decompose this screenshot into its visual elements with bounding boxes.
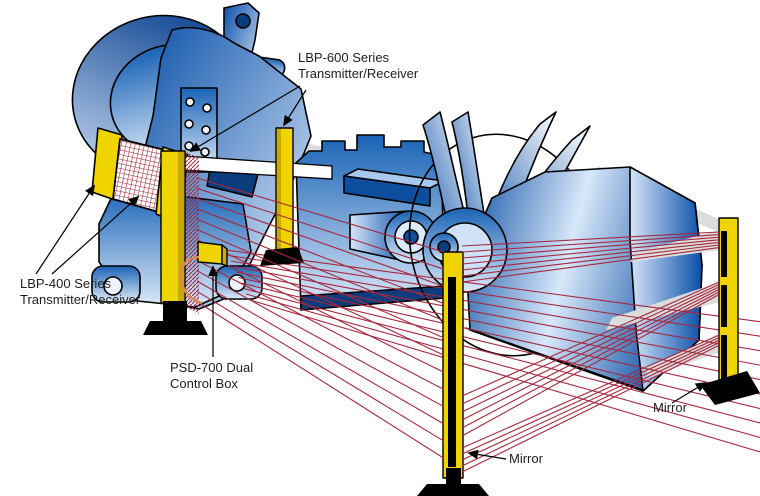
light-beam — [196, 301, 445, 459]
light-beam — [196, 187, 445, 270]
label-lbp400-line2: Transmitter/Receiver — [20, 291, 141, 307]
mirror-foot — [417, 484, 489, 496]
rail-bolt — [184, 119, 194, 129]
leader-arrow-mirror-right — [671, 382, 707, 404]
light-beam — [461, 241, 720, 271]
center-machine — [295, 134, 446, 311]
label-lbp600-line2: Transmitter/Receiver — [298, 65, 419, 81]
mirror-surface — [721, 335, 727, 379]
rail-bolt — [185, 97, 195, 107]
light-beam — [461, 247, 720, 283]
beam-origin-hatch — [183, 150, 199, 314]
beam-bundle-mirror-to-right-lower — [461, 334, 720, 473]
light-beam — [196, 218, 445, 322]
light-beam — [461, 339, 720, 461]
light-beam — [245, 293, 760, 439]
light-beam — [248, 298, 760, 453]
light-beam — [196, 239, 445, 356]
leader-arrow-lbp400-left — [35, 184, 95, 275]
control-box-side — [221, 243, 228, 268]
rail-bolt — [184, 141, 194, 151]
light-beam — [461, 337, 720, 455]
light-beam — [238, 276, 760, 395]
light-beam — [461, 244, 720, 277]
leader-arrow-lbp600-right — [283, 89, 307, 127]
light-beam — [461, 234, 720, 253]
light-beam — [235, 271, 760, 381]
mirror-surface — [721, 231, 727, 277]
light-beam — [196, 280, 445, 425]
label-psd700: PSD-700 Dual Control Box — [170, 360, 253, 391]
rail-bolt — [202, 103, 212, 113]
light-beam — [461, 334, 720, 449]
light-beam — [196, 270, 445, 408]
lbp600-post-right — [260, 127, 304, 266]
beam-bundle-mirror-to-right-upper — [461, 231, 720, 283]
light-beam — [196, 228, 445, 339]
light-beam — [461, 286, 720, 413]
mirror-post-right — [700, 217, 760, 405]
label-lbp400-line1: LBP-400 Series — [20, 276, 112, 291]
mirror-surface — [448, 277, 456, 467]
leader-arrows — [35, 85, 707, 460]
label-lbp400: LBP-400 Series Transmitter/Receiver — [20, 276, 140, 307]
mirror-foot — [700, 371, 760, 405]
lbp600-post-left — [143, 150, 208, 335]
light-beam — [196, 208, 445, 305]
mirror-pedestal — [446, 468, 461, 488]
right-machine — [408, 111, 703, 392]
light-beam — [461, 236, 720, 259]
light-beam — [196, 249, 445, 373]
light-beam — [461, 284, 720, 405]
label-lbp600: LBP-600 Series Transmitter/Receiver — [298, 50, 418, 81]
mirror-post-center — [417, 251, 489, 496]
control-cable — [179, 255, 203, 305]
light-beam — [233, 265, 760, 366]
light-beam — [196, 290, 445, 442]
light-beam — [196, 177, 445, 253]
foot-bolt — [103, 276, 123, 296]
leader-arrow-mirror-center — [467, 449, 507, 460]
mirror-surface — [721, 285, 727, 327]
rail-bolt — [201, 125, 211, 135]
psd700-control-box — [179, 241, 228, 305]
post-shade — [277, 129, 281, 253]
light-beam — [461, 294, 720, 437]
light-beam — [461, 291, 720, 429]
rail-bolt — [200, 147, 210, 157]
center-machine-ledge — [343, 175, 431, 207]
light-beam — [461, 231, 720, 247]
light-beam — [196, 198, 445, 287]
beam-plane-wedge — [630, 230, 720, 262]
light-beam — [461, 239, 720, 265]
light-beam — [196, 259, 445, 391]
beam-bundle-mirror-to-right-middle — [461, 281, 720, 437]
control-box-face — [197, 241, 223, 265]
label-mirror-right: Mirror — [653, 400, 687, 415]
leader-arrow-lbp400-right — [51, 195, 140, 275]
label-mirror-center: Mirror — [509, 451, 543, 466]
post-foot — [143, 321, 208, 335]
light-beam — [461, 281, 720, 397]
light-beam — [230, 260, 760, 352]
label-psd700-line2: Control Box — [170, 375, 238, 391]
label-lbp600-line1: LBP-600 Series — [298, 50, 390, 65]
light-beam — [461, 344, 720, 473]
light-beam — [240, 282, 760, 410]
label-psd700-line1: PSD-700 Dual — [170, 360, 254, 375]
press-machine — [71, 2, 312, 310]
light-beam — [461, 342, 720, 467]
light-beam — [461, 289, 720, 421]
leader-arrow-lbp600-left — [189, 85, 301, 152]
post-pedestal — [163, 301, 187, 323]
beam-bundle-left-to-mirror — [196, 177, 445, 459]
post-shade — [178, 152, 184, 302]
post-foot — [260, 247, 304, 266]
press-arm-pin — [235, 13, 251, 29]
